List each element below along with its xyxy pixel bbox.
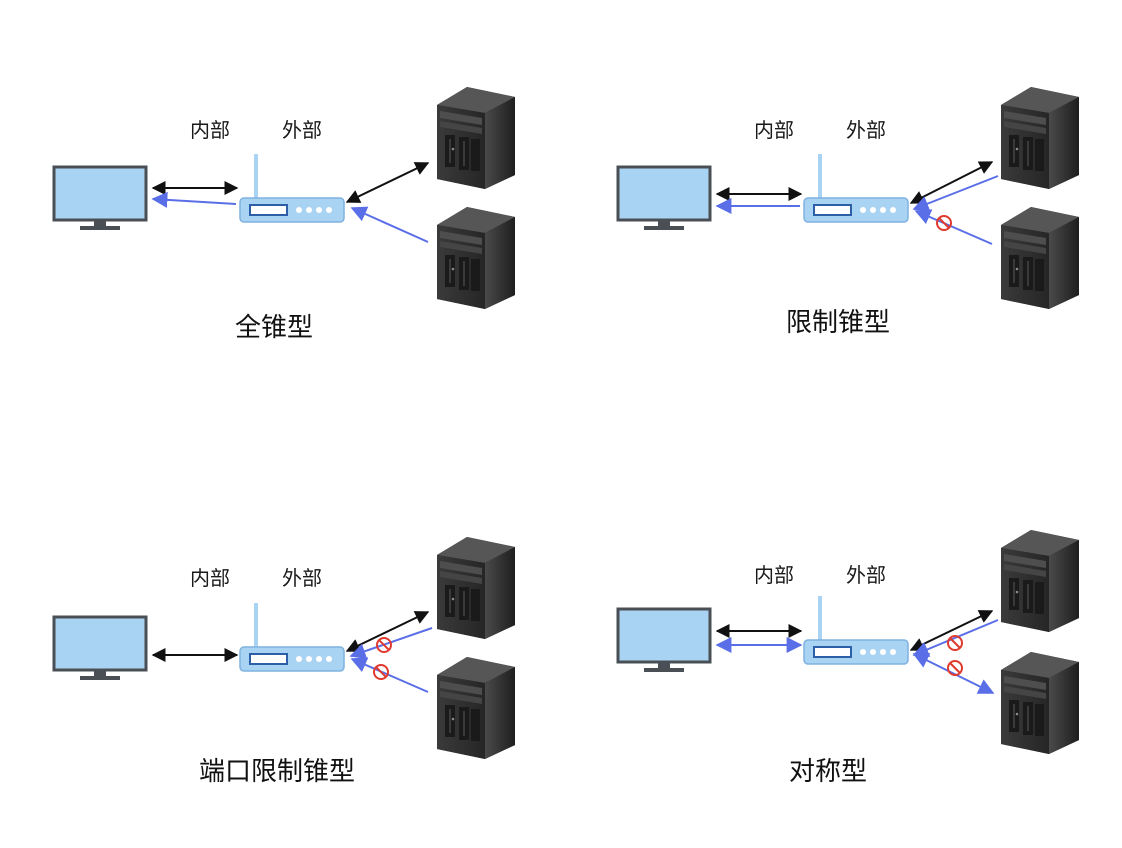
router-icon — [803, 153, 909, 223]
panel-title: 对称型 — [789, 757, 867, 787]
monitor-icon — [52, 615, 148, 682]
label-inside: 内部 — [190, 118, 230, 142]
label-outside: 外部 — [282, 118, 322, 142]
inbound-arrow — [912, 619, 999, 657]
blocked-icon — [373, 664, 389, 680]
server-icon — [1000, 529, 1080, 633]
panel-port-restricted-cone: 内部 外部 端口限制锥型 — [52, 536, 516, 787]
label-outside: 外部 — [282, 566, 322, 590]
bidirectional-arrow — [909, 161, 994, 204]
monitor-icon — [616, 165, 712, 232]
bidirectional-arrow — [345, 162, 430, 203]
inbound-arrow — [350, 657, 429, 693]
inbound-bidirectional-arrow — [912, 653, 995, 694]
panel-title: 限制锥型 — [786, 308, 890, 338]
server-icon — [436, 536, 516, 640]
monitor-icon — [52, 165, 148, 232]
label-inside: 内部 — [754, 563, 794, 587]
panel-title: 全锥型 — [235, 313, 313, 343]
panel-full-cone: 内部 外部 全锥型 — [52, 86, 516, 343]
server-icon — [1000, 651, 1080, 755]
panel-title: 端口限制锥型 — [199, 757, 355, 787]
server-icon — [1000, 206, 1080, 310]
blocked-icon — [947, 660, 963, 676]
server-icon — [436, 86, 516, 190]
router-icon — [803, 595, 909, 665]
inbound-arrow — [350, 206, 429, 243]
bidirectional-arrow — [909, 610, 994, 651]
label-outside: 外部 — [846, 118, 886, 142]
inbound-arrow — [349, 627, 433, 659]
router-icon — [239, 602, 345, 672]
inbound-arrow — [151, 191, 237, 208]
bidirectional-arrow — [345, 611, 430, 652]
panel-symmetric: 内部 外部 对称型 — [616, 529, 1080, 787]
inbound-arrow — [914, 209, 993, 245]
blocked-icon — [936, 215, 952, 231]
server-icon — [436, 656, 516, 760]
server-icon — [1000, 86, 1080, 190]
label-inside: 内部 — [190, 566, 230, 590]
monitor-icon — [616, 607, 712, 674]
inbound-arrow — [912, 175, 999, 212]
label-inside: 内部 — [754, 118, 794, 142]
label-outside: 外部 — [846, 563, 886, 587]
server-icon — [436, 206, 516, 310]
blocked-icon — [376, 637, 392, 653]
router-icon — [239, 153, 345, 223]
panel-restricted-cone: 内部 外部 限制锥型 — [616, 86, 1080, 338]
